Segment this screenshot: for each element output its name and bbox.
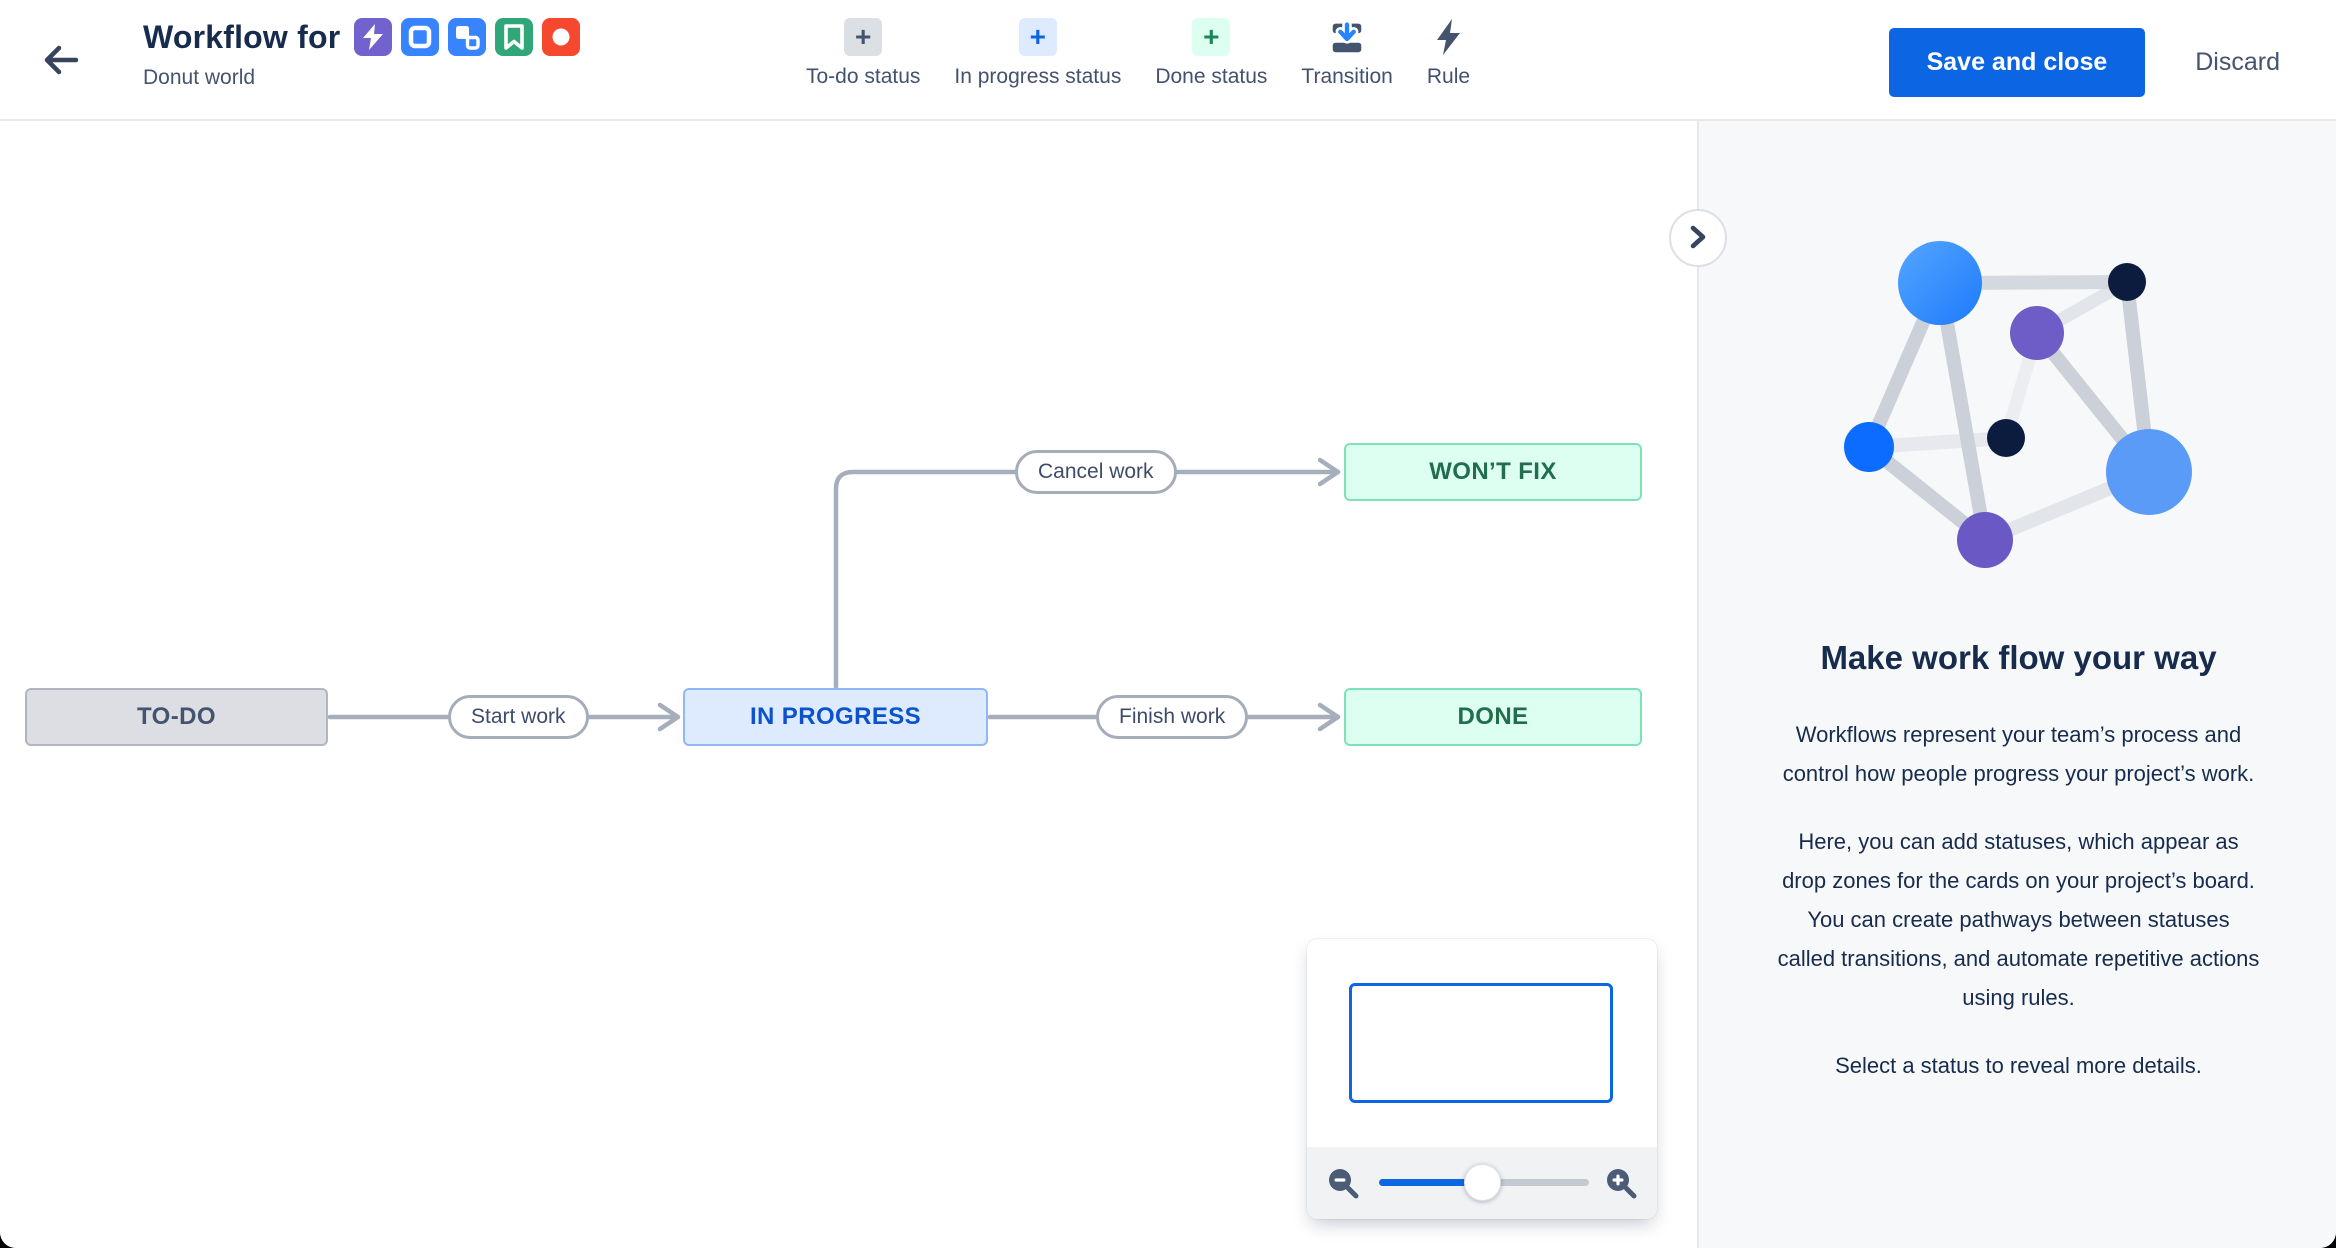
issue-type-bolt-icon (354, 18, 393, 56)
minimap-viewport[interactable] (1349, 983, 1613, 1103)
transition-start-work[interactable]: Start work (448, 695, 589, 739)
issue-type-circle-icon (542, 18, 581, 56)
transition-finish-work[interactable]: Finish work (1096, 695, 1249, 739)
status-node-done[interactable]: DONE (1344, 688, 1642, 746)
tool-label: Done status (1155, 65, 1268, 88)
lightning-bolt-icon (1429, 18, 1467, 56)
add-transition-button[interactable]: Transition (1301, 18, 1393, 89)
node-big-blue (1898, 241, 1982, 325)
issue-type-icons (354, 18, 581, 56)
network-illustration (1802, 200, 2202, 605)
magnifier-plus-icon (1603, 1169, 1639, 1204)
workflow-canvas[interactable]: TO-DO IN PROGRESS DONE WON’T FIX Start w… (0, 121, 1697, 1248)
zoom-slider-track (1482, 1179, 1589, 1186)
back-arrow-icon (38, 45, 84, 86)
panel-paragraph: Workflows represent your team’s process … (1782, 722, 2255, 786)
toolbar: + To-do status + In progress status + Do… (806, 18, 1470, 89)
status-node-wont-fix[interactable]: WON’T FIX (1344, 443, 1642, 501)
zoom-in-button[interactable] (1603, 1165, 1639, 1201)
add-todo-status-button[interactable]: + To-do status (806, 18, 920, 89)
transition-arrow-icon (1328, 18, 1366, 56)
plus-icon: + (1018, 18, 1057, 56)
tool-label: Rule (1426, 65, 1471, 88)
issue-type-bookmark-icon (495, 18, 534, 56)
zoom-slider-thumb[interactable] (1464, 1164, 1501, 1201)
issue-type-story-icon (401, 18, 440, 56)
back-button[interactable] (36, 36, 86, 86)
minimap (1307, 939, 1657, 1219)
magnifier-minus-icon (1325, 1169, 1361, 1204)
plus-icon: + (844, 18, 883, 56)
add-rule-button[interactable]: Rule (1427, 18, 1470, 89)
panel-body: Workflows represent your team’s process … (1777, 715, 2260, 1114)
collapse-panel-button[interactable] (1669, 209, 1727, 267)
header: Workflow for (0, 0, 2336, 121)
project-name: Donut world (143, 66, 256, 89)
minimap-zoom-bar (1307, 1147, 1657, 1219)
zoom-slider[interactable] (1379, 1164, 1589, 1201)
chevron-right-icon (1686, 223, 1710, 254)
add-done-status-button[interactable]: + Done status (1155, 18, 1267, 89)
title-block: Workflow for (143, 18, 581, 90)
panel-paragraph: Here, you can add statuses, which appear… (1777, 829, 2260, 1010)
panel-heading: Make work flow your way (1820, 639, 2217, 676)
tool-label: Transition (1301, 65, 1393, 88)
status-node-in-progress[interactable]: IN PROGRESS (683, 688, 988, 746)
issue-type-subtask-icon (448, 18, 487, 56)
save-and-close-button[interactable]: Save and close (1888, 28, 2146, 97)
header-actions: Save and close Discard (1888, 28, 2280, 97)
add-inprogress-status-button[interactable]: + In progress status (954, 18, 1121, 89)
page-title: Workflow for (143, 18, 341, 55)
panel-paragraph: Select a status to reveal more details. (1835, 1053, 2202, 1078)
zoom-out-button[interactable] (1325, 1165, 1361, 1201)
transition-cancel-work[interactable]: Cancel work (1015, 450, 1177, 494)
status-node-todo[interactable]: TO-DO (25, 688, 328, 746)
zoom-slider-fill (1379, 1179, 1482, 1186)
plus-icon: + (1192, 18, 1231, 56)
discard-button[interactable]: Discard (2195, 48, 2280, 76)
info-panel: Make work flow your way Workflows repres… (1669, 121, 2336, 1248)
tool-label: To-do status (806, 65, 921, 88)
tool-label: In progress status (954, 65, 1122, 88)
